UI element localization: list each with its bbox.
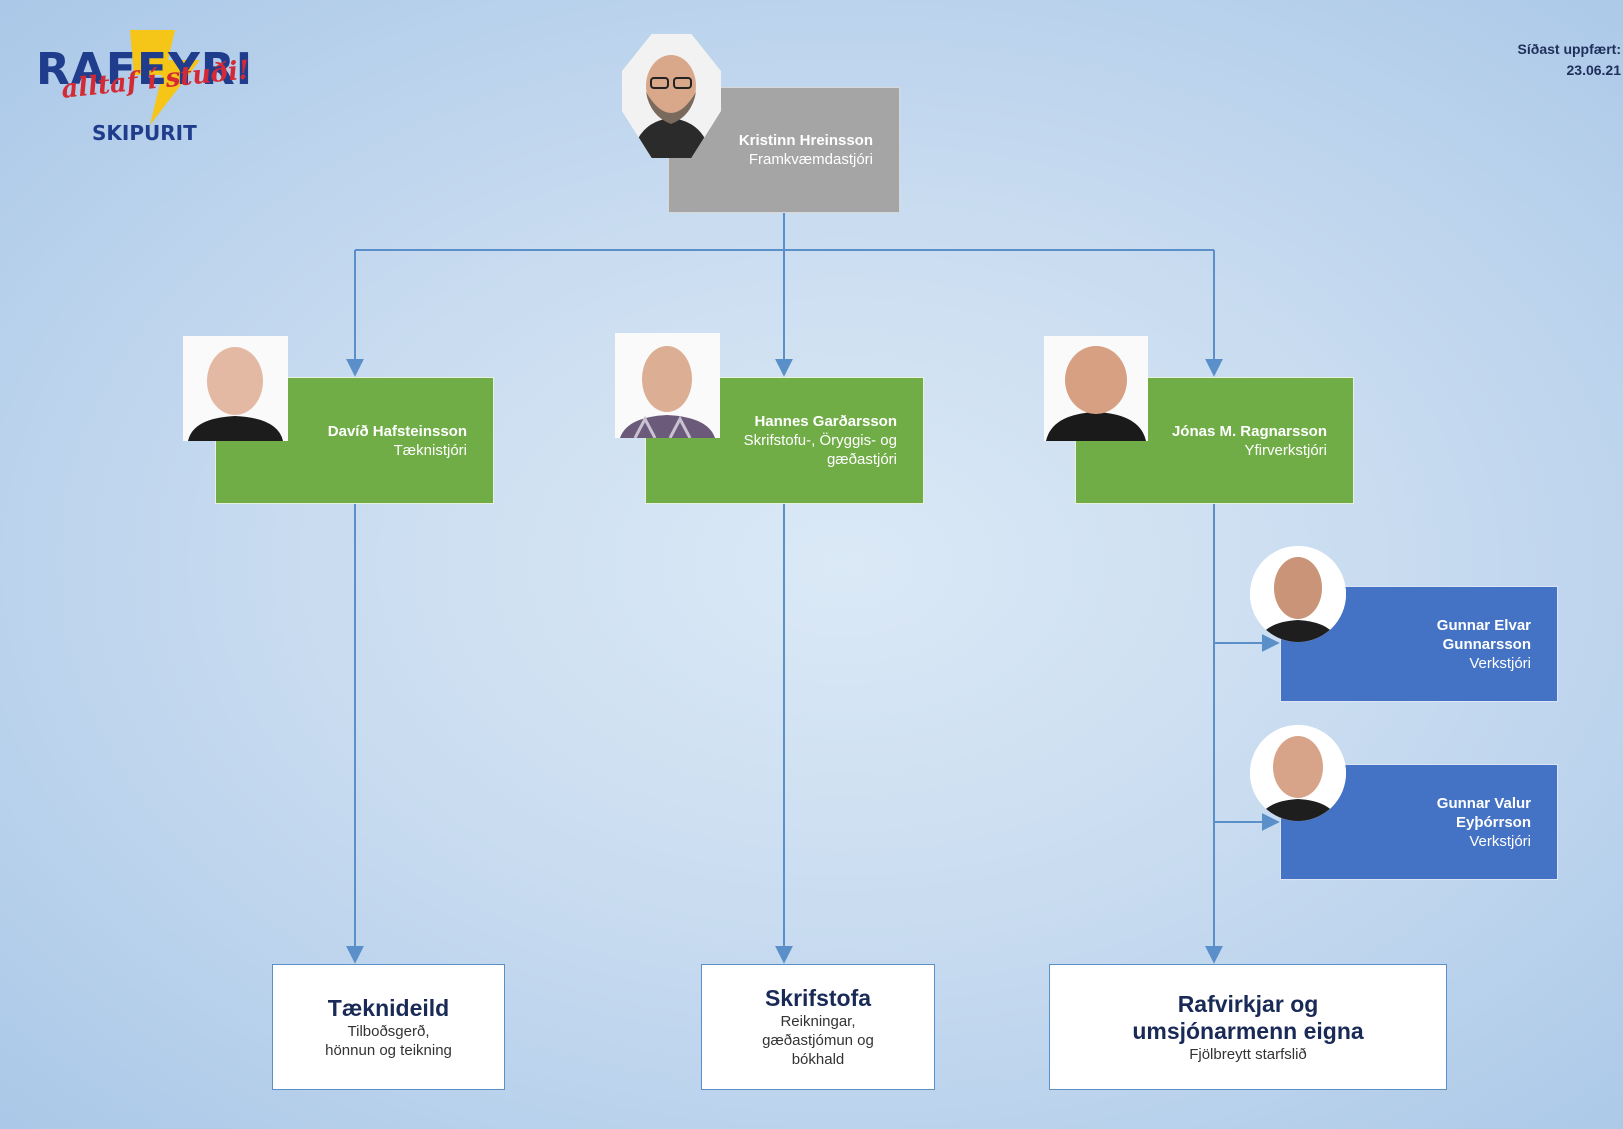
foreman-box-gunnar-elvar: Gunnar Elvar Gunnarsson Verkstjóri [1280,586,1558,702]
department-title-line1: Rafvirkjar og [1177,990,1319,1017]
ceo-photo [622,34,721,158]
foreman-name-line1: Gunnar Valur [1436,794,1531,812]
foreman-photo-gunnar-valur [1250,725,1346,821]
foreman-name-line2: Gunnarsson [1442,635,1531,653]
department-desc-line2: gæðastjómun og [762,1032,874,1049]
manager-title-line2: gæðastjóri [826,451,897,468]
manager-photo-hannes [615,333,720,438]
manager-photo-jonas [1044,336,1148,441]
person-photo-icon [1044,336,1148,441]
person-photo-icon [615,333,720,438]
manager-name: Jónas M. Ragnarsson [1171,422,1327,440]
department-desc-line2: hönnun og teikning [325,1041,452,1059]
person-photo-icon [183,336,288,441]
manager-title: Yfirverkstjóri [1244,441,1327,459]
ceo-name: Kristinn Hreinsson [738,132,873,149]
lightning-bolt-icon [120,30,210,129]
last-updated: Síðast uppfært: 23.06.21 [1518,39,1621,81]
department-desc-line3: bókhald [791,1051,845,1068]
last-updated-date: 23.06.21 [1566,62,1622,78]
department-desc: Fjölbreytt starfslið [1189,1045,1307,1063]
manager-name: Davíð Hafsteinsson [327,422,467,440]
department-title: Tæknideild [327,994,450,1021]
foreman-title: Verkstjóri [1469,832,1531,850]
department-tech: Tæknideild Tilboðsgerð, hönnun og teikni… [272,964,505,1090]
foreman-name-line1: Gunnar Elvar [1436,616,1531,634]
person-photo-icon [1250,546,1346,642]
department-title: Skrifstofa [764,985,872,1011]
department-title-line2: umsjónarmenn eigna [1132,1017,1364,1044]
foreman-photo-gunnar-elvar [1250,546,1346,642]
department-electricians: Rafvirkjar og umsjónarmenn eigna Fjölbre… [1049,964,1447,1090]
department-office: Skrifstofa Reikningar, gæðastjómun og bó… [701,964,935,1090]
manager-title-line1: Skrifstofu-, Öryggis- og [743,432,897,449]
foreman-box-gunnar-valur: Gunnar Valur Eyþórrson Verkstjóri [1280,764,1558,880]
department-desc-line1: Tilboðsgerð, [347,1022,430,1040]
last-updated-label: Síðast uppfært: [1517,41,1621,57]
department-desc-line1: Reikningar, [780,1013,856,1030]
foreman-name-line2: Eyþórrson [1455,813,1531,831]
manager-name: Hannes Garðarsson [754,413,897,430]
person-photo-icon [1250,725,1346,821]
manager-photo-david [183,336,288,441]
foreman-title: Verkstjóri [1469,654,1531,672]
logo-wordmark: RAFEYRI [36,44,254,95]
manager-title: Tæknistjóri [393,441,467,459]
chart-title: SKIPURIT [92,121,197,145]
ceo-title: Framkvæmdastjóri [748,151,873,168]
